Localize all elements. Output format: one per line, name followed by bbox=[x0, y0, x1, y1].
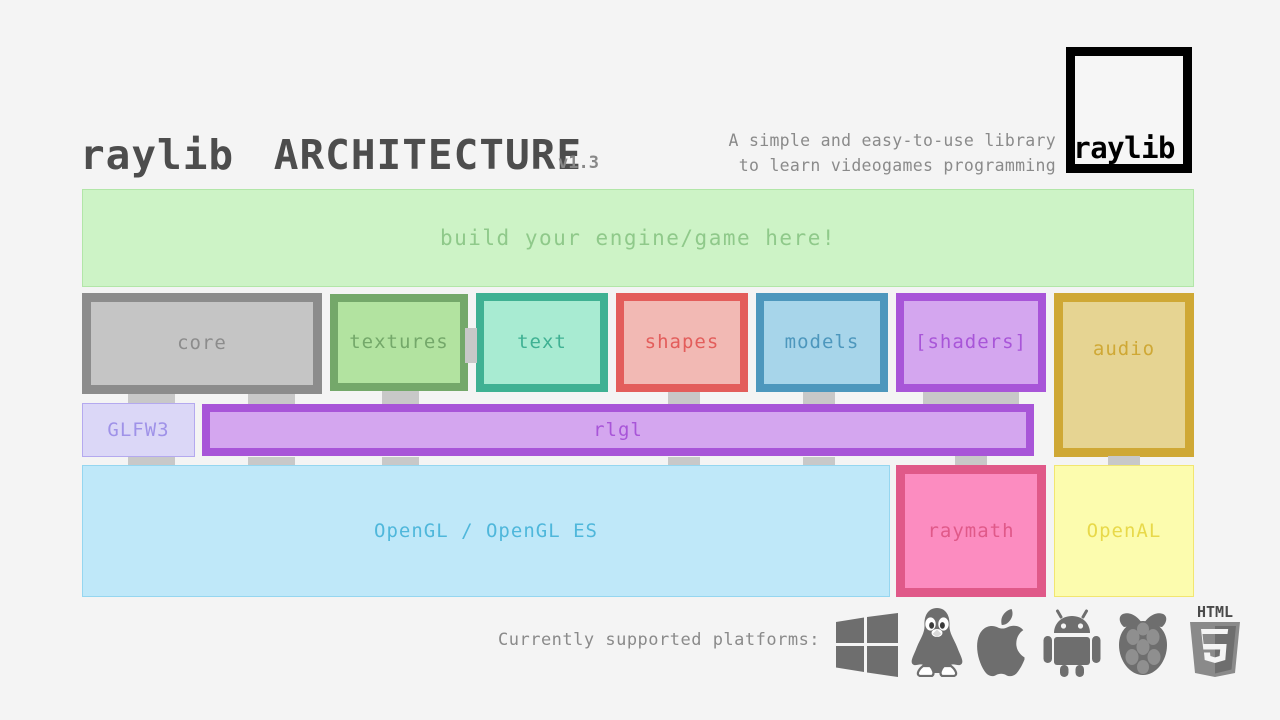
module-shapes-label: shapes bbox=[644, 331, 720, 353]
module-models[interactable]: models bbox=[756, 293, 888, 392]
tagline: A simple and easy-to-use library to lear… bbox=[729, 128, 1056, 178]
module-audio[interactable]: audio bbox=[1054, 293, 1194, 457]
connector-tab bbox=[668, 392, 700, 405]
apple-icon bbox=[977, 609, 1025, 677]
connector-tab bbox=[923, 392, 1019, 405]
module-shaders-label: [shaders] bbox=[915, 331, 1027, 353]
backend-openal[interactable]: OpenAL bbox=[1054, 465, 1194, 597]
module-shapes[interactable]: shapes bbox=[616, 293, 748, 392]
tagline-line-1: A simple and easy-to-use library bbox=[728, 131, 1056, 150]
layer-glfw3-label: GLFW3 bbox=[107, 418, 170, 441]
footer: Currently supported platforms: bbox=[0, 600, 1280, 690]
title-brand: raylib bbox=[80, 131, 235, 179]
raylib-logo: raylib bbox=[1066, 47, 1192, 173]
backend-openal-label: OpenAL bbox=[1086, 519, 1162, 542]
connector-tab bbox=[803, 392, 835, 405]
layer-glfw3[interactable]: GLFW3 bbox=[82, 403, 195, 457]
connector-tab bbox=[382, 391, 419, 404]
html5-icon: HTML bbox=[1190, 603, 1240, 677]
platform-icon-list: HTML bbox=[836, 603, 1246, 677]
linux-tux-icon bbox=[911, 608, 963, 677]
build-here-banner: build your engine/game here! bbox=[82, 189, 1194, 287]
module-models-label: models bbox=[784, 331, 860, 353]
backend-opengl-label: OpenGL / OpenGL ES bbox=[374, 519, 598, 542]
connector-tab bbox=[248, 394, 295, 407]
module-shaders[interactable]: [shaders] bbox=[896, 293, 1046, 392]
tagline-line-2: to learn videogames programming bbox=[738, 156, 1056, 175]
logo-label: raylib bbox=[1073, 131, 1175, 165]
raspberry-pi-icon bbox=[1119, 613, 1167, 675]
module-audio-label: audio bbox=[1092, 338, 1156, 360]
title-word: ARCHITECTURE bbox=[273, 131, 583, 179]
page-title: raylib ARCHITECTURE bbox=[80, 131, 582, 179]
layer-rlgl[interactable]: rlgl bbox=[202, 404, 1034, 456]
module-text-label: text bbox=[517, 331, 567, 353]
module-core[interactable]: core bbox=[82, 293, 322, 394]
windows-icon bbox=[836, 613, 898, 677]
layer-rlgl-label: rlgl bbox=[593, 418, 643, 441]
backend-opengl[interactable]: OpenGL / OpenGL ES bbox=[82, 465, 890, 597]
backend-raymath-label: raymath bbox=[927, 519, 1015, 542]
connector-tab bbox=[465, 328, 477, 363]
banner-label: build your engine/game here! bbox=[439, 225, 836, 250]
svg-text:HTML: HTML bbox=[1197, 603, 1233, 621]
module-core-label: core bbox=[177, 332, 227, 354]
module-text[interactable]: text bbox=[476, 293, 608, 392]
module-textures[interactable]: textures bbox=[330, 294, 468, 391]
supported-platforms-label: Currently supported platforms: bbox=[498, 630, 821, 650]
version-badge: v1.3 bbox=[558, 153, 599, 173]
module-textures-label: textures bbox=[349, 331, 449, 353]
android-icon bbox=[1043, 609, 1101, 677]
backend-raymath[interactable]: raymath bbox=[896, 465, 1046, 597]
